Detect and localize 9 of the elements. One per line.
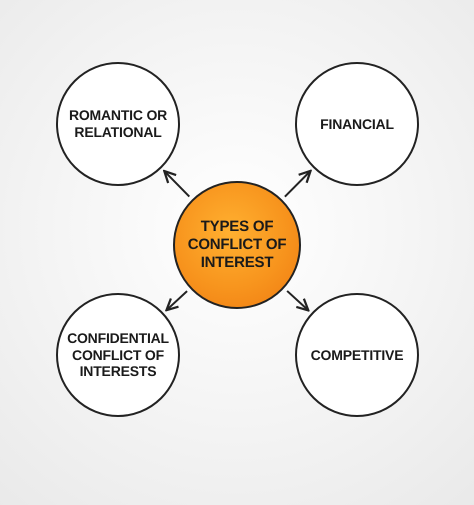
arrow [165, 290, 188, 312]
arrow [284, 170, 312, 198]
circle-label: ROMANTIC OR RELATIONAL [68, 107, 168, 141]
circle-label: TYPES OF CONFLICT OF INTEREST [186, 218, 288, 272]
arrow [286, 290, 310, 312]
circle-label: CONFIDENTIAL CONFLICT OF INTERESTS [66, 330, 170, 380]
circle-label: COMPETITIVE [310, 346, 404, 364]
circle-label: FINANCIAL [320, 116, 394, 132]
arrow [163, 170, 190, 198]
